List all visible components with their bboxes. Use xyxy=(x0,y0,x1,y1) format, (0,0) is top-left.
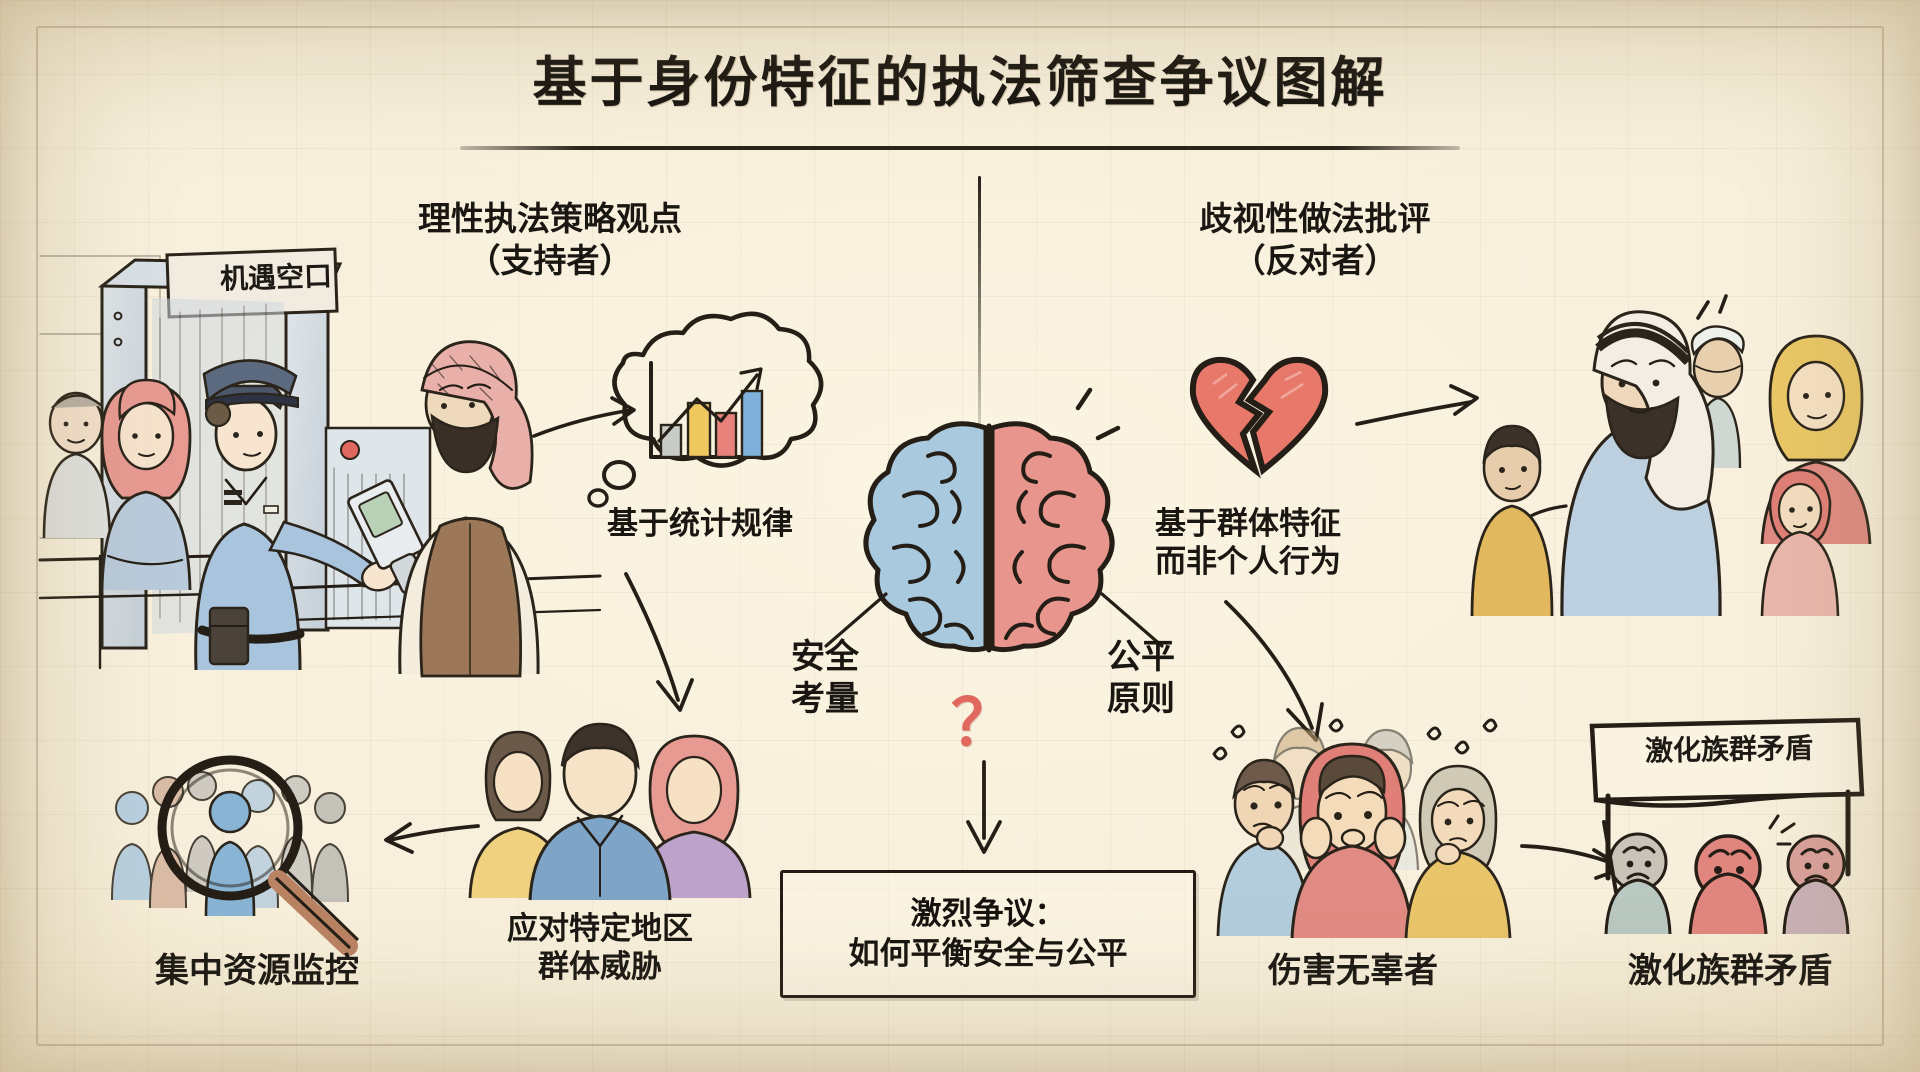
distressed-people-illustration xyxy=(1208,718,1512,940)
page-title: 基于身份特征的执法筛查争议图解 xyxy=(532,51,1388,114)
checkpoint-scene xyxy=(38,238,602,698)
center-vertical-divider xyxy=(978,176,981,436)
outcome-label-harm-innocents: 伤害无辜者 xyxy=(1268,951,1438,991)
column-heading-supporters: 理性执法策略观点 （支持者） xyxy=(330,198,770,282)
arrow-brain-to-conflict xyxy=(958,760,1012,860)
metal-detector-wand xyxy=(347,479,427,594)
regional-threat-line2: 群体威胁 xyxy=(538,949,662,986)
thought-bubble-icon xyxy=(585,311,825,510)
security-line2: 考量 xyxy=(791,679,859,720)
question-mark-symbol: ？ xyxy=(951,687,1015,761)
fairness-line1: 公平 xyxy=(1107,637,1175,677)
protest-illustration xyxy=(1582,716,1882,936)
affected-family-illustration xyxy=(1470,294,1900,620)
bar-chart-icon xyxy=(649,361,764,459)
regional-threat-line1: 应对特定地区 xyxy=(507,911,693,947)
fairness-line2: 原则 xyxy=(1107,679,1175,720)
targeted-group-illustration xyxy=(460,720,752,901)
police-officer xyxy=(194,359,399,671)
conflict-line1: 激烈争议： xyxy=(910,895,1066,932)
conflict-statement-box: 激烈争议： 如何平衡安全与公平 xyxy=(780,870,1196,998)
group-trait-line2: 而非个人行为 xyxy=(1155,544,1341,581)
arrow-statistics-to-group xyxy=(620,570,750,730)
gate-sign-text: 机遇空口 xyxy=(219,259,333,296)
right-heading-sub: （反对者） xyxy=(1232,241,1398,281)
brain-leader-line-right xyxy=(1098,592,1168,652)
security-line1: 安全 xyxy=(791,637,859,677)
screened-person xyxy=(398,340,540,678)
protest-banner-text: 激化族群矛盾 xyxy=(1644,731,1814,768)
magnifying-glass-icon xyxy=(157,755,360,956)
outcome-label-ethnic-tension: 激化族群矛盾 xyxy=(1628,951,1832,991)
outcome-label-focused-monitoring: 集中资源监控 xyxy=(155,951,359,991)
broken-heart-icon xyxy=(1185,350,1335,480)
brain-label-security: 安全 考量 xyxy=(760,636,890,720)
column-heading-opponents: 歧视性做法批评 （反对者） xyxy=(1095,198,1535,282)
arrow-group-to-monitoring xyxy=(382,812,482,858)
group-trait-line1: 基于群体特征 xyxy=(1155,506,1341,542)
conflict-line2: 如何平衡安全与公平 xyxy=(848,936,1128,972)
queue-woman-hijab xyxy=(100,378,192,591)
queue-man xyxy=(42,391,112,539)
arrow-heart-to-family xyxy=(1355,382,1485,442)
brain-leader-line-left xyxy=(820,592,890,652)
arrow-scene-to-statistics xyxy=(530,392,650,452)
left-heading-sub: （支持者） xyxy=(467,241,633,281)
outcome-label-regional-threat: 应对特定地区 群体威胁 xyxy=(440,910,760,987)
brain-label-fairness: 公平 原则 xyxy=(1076,636,1206,720)
left-heading-main: 理性执法策略观点 xyxy=(418,199,682,238)
group-trait-label: 基于群体特征 而非个人行为 xyxy=(1155,505,1415,582)
right-heading-main: 歧视性做法批评 xyxy=(1199,199,1431,238)
protest-banner-icon xyxy=(1589,717,1865,808)
statistics-label: 基于统计规律 xyxy=(607,506,793,542)
surveillance-illustration xyxy=(110,740,400,956)
title-underline xyxy=(460,146,1460,150)
brain-icon xyxy=(863,387,1121,674)
